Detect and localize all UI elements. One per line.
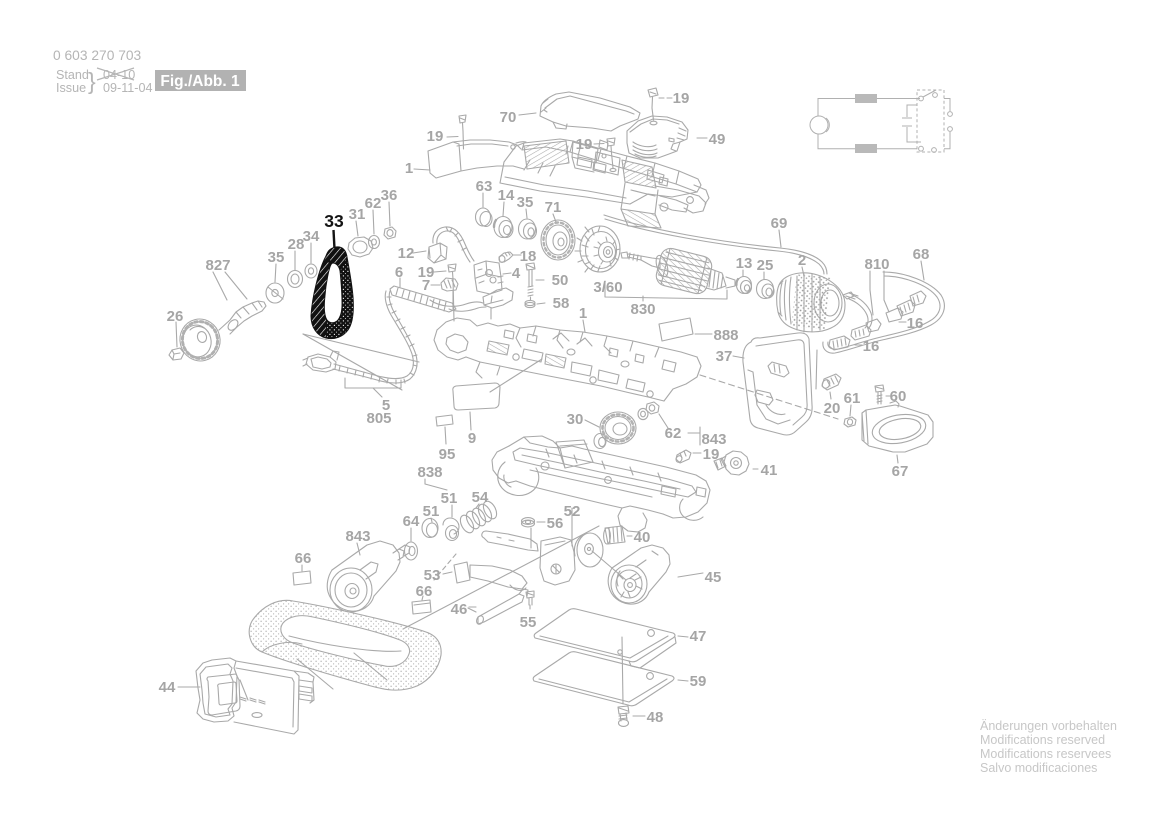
svg-text:805: 805 — [366, 410, 391, 427]
svg-text:52: 52 — [564, 503, 581, 520]
svg-text:18: 18 — [520, 248, 537, 265]
svg-text:19: 19 — [427, 128, 444, 145]
svg-text:71: 71 — [545, 199, 562, 216]
svg-text:5: 5 — [382, 397, 390, 414]
svg-text:61: 61 — [844, 390, 861, 407]
svg-text:55: 55 — [520, 614, 537, 631]
svg-text:46: 46 — [451, 601, 468, 618]
svg-text:Stand: Stand — [56, 68, 89, 82]
svg-text:30: 30 — [567, 411, 584, 428]
svg-text:26: 26 — [167, 308, 184, 325]
svg-text:60: 60 — [890, 388, 907, 405]
svg-text:4: 4 — [512, 265, 521, 282]
svg-text:}: } — [88, 68, 96, 94]
svg-text:64: 64 — [403, 513, 420, 530]
svg-text:51: 51 — [441, 490, 458, 507]
svg-text:0 603 270 703: 0 603 270 703 — [53, 48, 142, 63]
svg-text:09-11-04: 09-11-04 — [103, 81, 152, 95]
svg-text:48: 48 — [647, 709, 664, 726]
svg-text:19: 19 — [418, 264, 435, 281]
svg-text:51: 51 — [423, 503, 440, 520]
svg-text:56: 56 — [547, 515, 564, 532]
svg-text:62: 62 — [665, 425, 682, 442]
svg-text:843: 843 — [701, 431, 726, 448]
svg-text:66: 66 — [295, 550, 312, 567]
svg-text:Salvo modificaciones: Salvo modificaciones — [980, 761, 1097, 775]
svg-text:41: 41 — [761, 462, 778, 479]
svg-text:35: 35 — [517, 194, 534, 211]
svg-text:68: 68 — [913, 246, 930, 263]
svg-text:1: 1 — [405, 160, 413, 177]
svg-text:69: 69 — [771, 215, 788, 232]
svg-text:95: 95 — [439, 446, 456, 463]
svg-text:33: 33 — [324, 211, 344, 231]
svg-text:44: 44 — [159, 679, 176, 696]
svg-text:20: 20 — [824, 400, 841, 417]
svg-text:2: 2 — [798, 252, 806, 269]
svg-text:36: 36 — [381, 187, 398, 204]
svg-text:838: 838 — [417, 464, 442, 481]
svg-text:58: 58 — [553, 295, 570, 312]
svg-text:Fig./Abb. 1: Fig./Abb. 1 — [160, 73, 240, 90]
svg-text:63: 63 — [476, 178, 493, 195]
svg-text:40: 40 — [634, 529, 651, 546]
svg-text:810: 810 — [864, 256, 889, 273]
svg-text:843: 843 — [345, 528, 370, 545]
svg-text:59: 59 — [690, 673, 707, 690]
svg-text:49: 49 — [709, 131, 726, 148]
svg-text:67: 67 — [892, 463, 909, 480]
svg-text:Issue: Issue — [56, 81, 86, 95]
svg-text:Änderungen vorbehalten: Änderungen vorbehalten — [980, 719, 1117, 733]
svg-text:37: 37 — [716, 348, 733, 365]
svg-text:7: 7 — [422, 277, 430, 294]
svg-text:16: 16 — [863, 338, 880, 355]
svg-text:66: 66 — [416, 583, 433, 600]
svg-text:50: 50 — [552, 272, 569, 289]
svg-text:12: 12 — [398, 245, 415, 262]
svg-text:Modifications reserved: Modifications reserved — [980, 733, 1105, 747]
svg-text:16: 16 — [907, 315, 924, 332]
svg-text:53: 53 — [424, 567, 441, 584]
svg-text:31: 31 — [349, 206, 366, 223]
svg-text:19: 19 — [576, 136, 593, 153]
svg-text:34: 34 — [303, 228, 320, 245]
svg-text:19: 19 — [703, 446, 720, 463]
svg-text:25: 25 — [757, 257, 774, 274]
svg-text:14: 14 — [498, 187, 515, 204]
svg-text:9: 9 — [468, 430, 476, 447]
svg-text:35: 35 — [268, 249, 285, 266]
svg-text:19: 19 — [673, 90, 690, 107]
svg-text:54: 54 — [472, 489, 489, 506]
svg-text:827: 827 — [205, 257, 230, 274]
svg-text:13: 13 — [736, 255, 753, 272]
svg-text:28: 28 — [288, 236, 305, 253]
svg-text:62: 62 — [365, 195, 382, 212]
svg-text:1: 1 — [579, 305, 587, 322]
svg-text:47: 47 — [690, 628, 707, 645]
svg-text:Modifications reservees: Modifications reservees — [980, 747, 1111, 761]
svg-text:45: 45 — [705, 569, 722, 586]
svg-text:3/60: 3/60 — [593, 279, 622, 296]
svg-text:888: 888 — [713, 327, 738, 344]
svg-text:6: 6 — [395, 264, 403, 281]
svg-text:70: 70 — [500, 109, 517, 126]
svg-text:830: 830 — [630, 301, 655, 318]
